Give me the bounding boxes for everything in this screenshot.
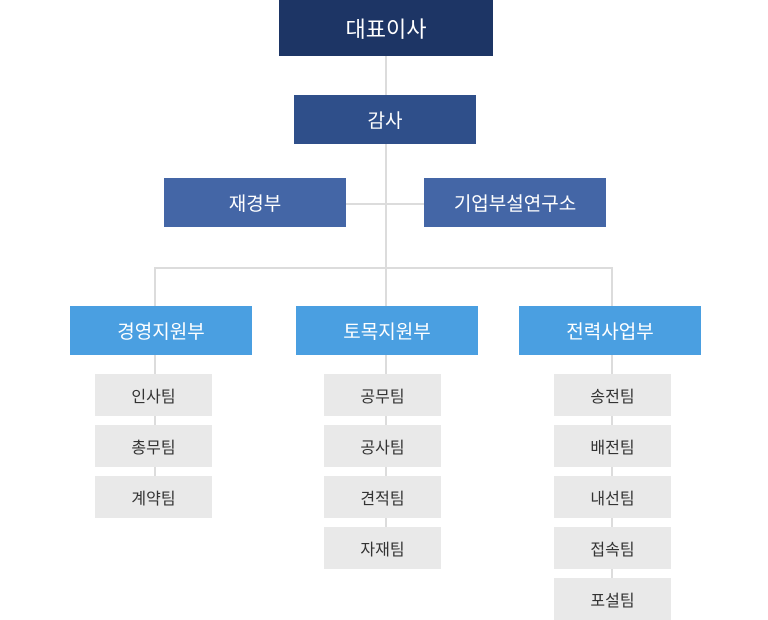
team-label: 내선팀: [590, 489, 635, 508]
team-box: 자재팀: [324, 527, 441, 569]
audit-label: 감사: [367, 110, 403, 132]
team-box: 견적팀: [324, 476, 441, 518]
division-drop-line: [611, 267, 613, 307]
team-box: 공무팀: [324, 374, 441, 416]
rnd-box: 기업부설연구소: [424, 178, 606, 227]
division-label: 전력사업부: [566, 321, 654, 343]
team-box: 총무팀: [95, 425, 212, 467]
team-box: 배전팀: [554, 425, 671, 467]
audit-box: 감사: [294, 95, 476, 144]
division-drop-line: [385, 267, 387, 307]
ceo-label: 대표이사: [345, 18, 427, 43]
team-box: 내선팀: [554, 476, 671, 518]
team-label: 계약팀: [131, 489, 176, 508]
team-box: 포설팀: [554, 578, 671, 620]
rnd-label: 기업부설연구소: [453, 193, 577, 215]
division-drop-line: [154, 267, 156, 307]
team-label: 견적팀: [360, 489, 405, 508]
team-label: 자재팀: [360, 540, 405, 559]
team-box: 계약팀: [95, 476, 212, 518]
division-box-management: 경영지원부: [70, 306, 252, 355]
team-box: 송전팀: [554, 374, 671, 416]
division-box-power: 전력사업부: [519, 306, 701, 355]
ceo-box: 대표이사: [279, 0, 493, 56]
team-label: 공무팀: [360, 387, 405, 406]
team-label: 총무팀: [131, 438, 176, 457]
staff-crossbar-line: [345, 203, 425, 205]
finance-label: 재경부: [228, 193, 282, 215]
team-box: 공사팀: [324, 425, 441, 467]
team-box: 접속팀: [554, 527, 671, 569]
finance-box: 재경부: [164, 178, 346, 227]
trunk-line: [385, 55, 387, 268]
team-label: 포설팀: [590, 591, 635, 610]
division-label: 경영지원부: [117, 321, 205, 343]
team-box: 인사팀: [95, 374, 212, 416]
team-label: 인사팀: [131, 387, 176, 406]
team-label: 공사팀: [360, 438, 405, 457]
division-label: 토목지원부: [343, 321, 431, 343]
team-label: 배전팀: [590, 438, 635, 457]
team-stack-line: [611, 355, 613, 595]
division-crossbar-line: [154, 267, 613, 269]
team-label: 접속팀: [590, 540, 635, 559]
division-box-civil: 토목지원부: [296, 306, 478, 355]
team-label: 송전팀: [590, 387, 635, 406]
